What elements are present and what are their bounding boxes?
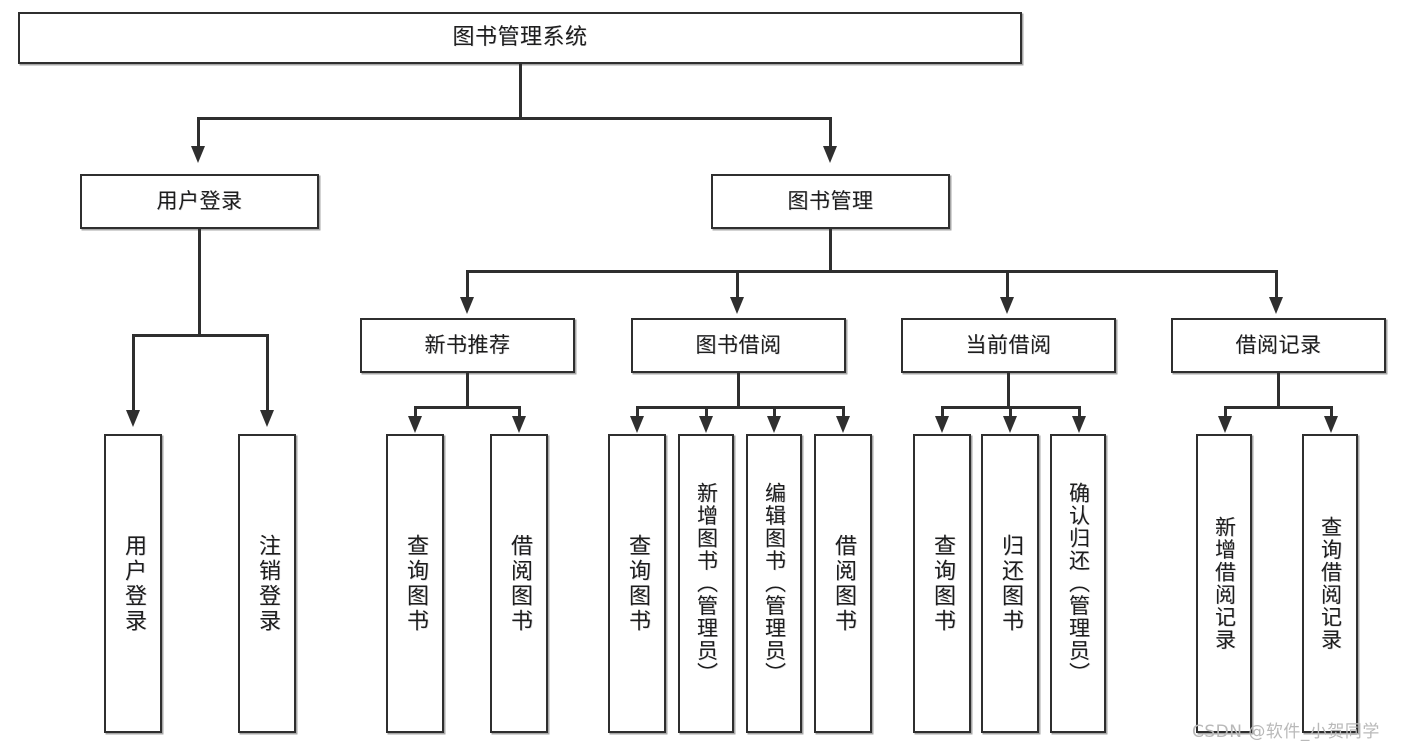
node-leaf-query-book-3[interactable]: 查询图书 — [913, 434, 971, 733]
connector-br-leaf-2 — [1330, 406, 1333, 422]
connector-user-login-to-leaf-2 — [266, 334, 269, 414]
connector-root-bus — [197, 117, 832, 120]
node-new-book-recommend[interactable]: 新书推荐 — [360, 318, 575, 373]
connector-borrow-record-stem — [1277, 373, 1280, 408]
node-label: 查询图书 — [403, 533, 428, 634]
node-label: 确认归还（管理员） — [1066, 482, 1091, 685]
arrowhead-book-manage — [823, 146, 837, 163]
node-label: 用户登录 — [121, 533, 146, 634]
node-label: 当前借阅 — [965, 333, 1052, 358]
node-label: 注销登录 — [255, 533, 280, 634]
connector-borrow-record-bus — [1224, 406, 1332, 409]
arrowhead-leaf-borrow-book-2 — [836, 416, 850, 433]
connector-book-borrow-bus — [636, 406, 844, 409]
node-leaf-add-record[interactable]: 新增借阅记录 — [1196, 434, 1252, 733]
arrowhead-leaf-confirm-return — [1072, 416, 1086, 433]
arrowhead-book-borrow — [730, 297, 744, 314]
connector-bb-leaf-1 — [636, 406, 639, 422]
node-label: 新书推荐 — [424, 333, 511, 358]
node-leaf-borrow-book-1[interactable]: 借阅图书 — [490, 434, 548, 733]
connector-new-book-recommend-stem — [466, 373, 469, 408]
node-root-book-management-system[interactable]: 图书管理系统 — [18, 12, 1022, 64]
connector-br-leaf-1 — [1224, 406, 1227, 422]
node-label: 归还图书 — [998, 533, 1023, 634]
node-label: 图书管理 — [787, 189, 874, 214]
node-leaf-logout[interactable]: 注销登录 — [238, 434, 296, 733]
node-leaf-borrow-book-2[interactable]: 借阅图书 — [814, 434, 872, 733]
node-leaf-query-record[interactable]: 查询借阅记录 — [1302, 434, 1358, 733]
connector-book-manage-bus — [466, 270, 1277, 273]
connector-root-to-book-manage — [829, 117, 832, 150]
connector-bb-leaf-2 — [705, 406, 708, 422]
connector-to-current-borrow — [1006, 270, 1009, 300]
node-book-management[interactable]: 图书管理 — [711, 174, 950, 229]
arrowhead-leaf-borrow-book-1 — [512, 416, 526, 433]
arrowhead-leaf-user-login — [126, 410, 140, 427]
connector-cb-leaf-2 — [1009, 406, 1012, 422]
connector-root-stem — [519, 64, 522, 118]
connector-cb-leaf-1 — [941, 406, 944, 422]
connector-cb-leaf-3 — [1078, 406, 1081, 422]
arrowhead-leaf-add-record — [1218, 416, 1232, 433]
node-label: 借阅记录 — [1235, 333, 1322, 358]
connector-user-login-stem — [198, 229, 201, 336]
connector-to-borrow-record — [1275, 270, 1278, 300]
arrowhead-leaf-add-book — [699, 416, 713, 433]
node-label: 图书管理系统 — [452, 25, 588, 51]
connector-user-login-bus — [132, 334, 268, 337]
node-leaf-return-book[interactable]: 归还图书 — [981, 434, 1039, 733]
arrowhead-leaf-edit-book — [767, 416, 781, 433]
connector-to-book-borrow — [736, 270, 739, 300]
connector-user-login-to-leaf-1 — [132, 334, 135, 414]
connector-book-borrow-stem — [737, 373, 740, 408]
node-leaf-user-login[interactable]: 用户登录 — [104, 434, 162, 733]
node-label: 查询借阅记录 — [1318, 516, 1343, 651]
connector-root-to-user-login — [197, 117, 200, 150]
node-leaf-add-book[interactable]: 新增图书（管理员） — [678, 434, 734, 733]
connector-bb-leaf-3 — [773, 406, 776, 422]
connector-nbr-leaf-2 — [518, 406, 521, 422]
node-label: 编辑图书（管理员） — [762, 482, 787, 685]
connector-current-borrow-stem — [1007, 373, 1010, 408]
node-user-login[interactable]: 用户登录 — [80, 174, 319, 229]
node-label: 新增图书（管理员） — [694, 482, 719, 685]
node-label: 用户登录 — [156, 189, 243, 214]
arrowhead-borrow-record — [1269, 297, 1283, 314]
arrowhead-leaf-query-record — [1324, 416, 1338, 433]
arrowhead-leaf-logout — [260, 410, 274, 427]
arrowhead-new-book-recommend — [460, 297, 474, 314]
node-leaf-query-book-1[interactable]: 查询图书 — [386, 434, 444, 733]
connector-nbr-leaf-1 — [414, 406, 417, 422]
node-borrow-record[interactable]: 借阅记录 — [1171, 318, 1386, 373]
arrowhead-leaf-query-book-1 — [408, 416, 422, 433]
arrowhead-leaf-query-book-2 — [630, 416, 644, 433]
node-label: 图书借阅 — [695, 333, 782, 358]
node-label: 借阅图书 — [507, 533, 532, 634]
node-book-borrow[interactable]: 图书借阅 — [631, 318, 846, 373]
node-label: 查询图书 — [930, 533, 955, 634]
node-label: 查询图书 — [625, 533, 650, 634]
connector-new-book-recommend-bus — [414, 406, 520, 409]
node-leaf-query-book-2[interactable]: 查询图书 — [608, 434, 666, 733]
node-current-borrow[interactable]: 当前借阅 — [901, 318, 1116, 373]
connector-bb-leaf-4 — [842, 406, 845, 422]
arrowhead-leaf-return-book — [1003, 416, 1017, 433]
node-label: 借阅图书 — [831, 533, 856, 634]
node-leaf-edit-book[interactable]: 编辑图书（管理员） — [746, 434, 802, 733]
node-label: 新增借阅记录 — [1212, 516, 1237, 651]
watermark-text: CSDN @软件_小贺同学 — [1192, 722, 1380, 742]
connector-to-new-book-recommend — [466, 270, 469, 300]
arrowhead-leaf-query-book-3 — [935, 416, 949, 433]
arrowhead-current-borrow — [1000, 297, 1014, 314]
arrowhead-user-login — [191, 146, 205, 163]
node-leaf-confirm-return[interactable]: 确认归还（管理员） — [1050, 434, 1106, 733]
connector-book-manage-stem — [829, 229, 832, 272]
